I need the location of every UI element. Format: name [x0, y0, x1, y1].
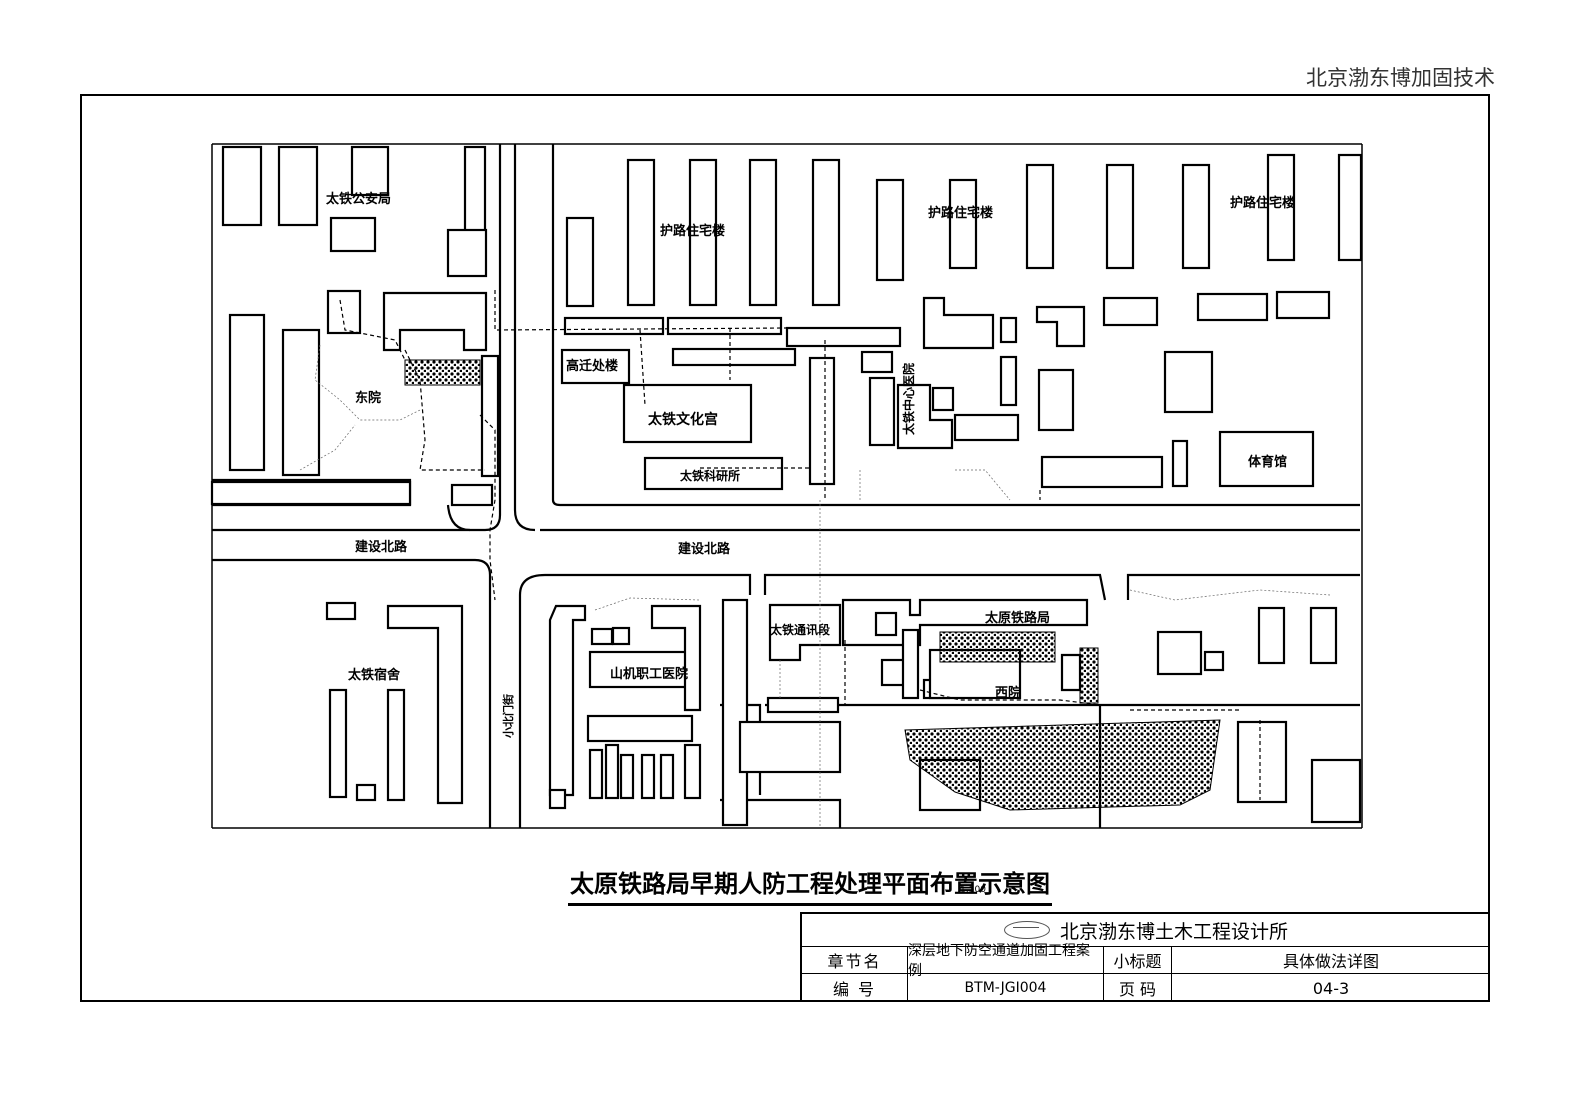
- label-tiyuguan: 体育馆: [1248, 454, 1287, 470]
- scale-note: 1:500: [960, 885, 986, 895]
- subtitle-value: 具体做法详图: [1282, 951, 1379, 971]
- buildings-south-middle: [548, 598, 842, 827]
- company-logo-icon: [1003, 921, 1050, 939]
- label-huluzhuzhai-3: 护路住宅楼: [1230, 195, 1295, 211]
- label-taitie-wenhuagong: 太铁文化宫: [648, 411, 718, 428]
- drawing-frame: [80, 94, 1490, 1002]
- property-boundaries: [299, 344, 1331, 828]
- chapter-value: 深层地下防空通道加固工程案例: [908, 943, 1104, 979]
- label-shanji-zhigong-yiyuan: 山机职工医院: [610, 666, 688, 682]
- label-zhihui-zhongxin: 太铁中心医院: [901, 363, 916, 435]
- label-xiyuan: 西院: [995, 685, 1021, 701]
- title-block-row-chapter: 章节名 深层地下防空通道加固工程案例 小标题 具体做法详图: [802, 943, 1490, 979]
- organization-name: 北京渤东博土木工程设计所: [1059, 920, 1288, 943]
- buildings-northeast: [560, 153, 1363, 491]
- label-taitie-keji: 太铁科研所: [680, 468, 740, 483]
- label-taiyuan-tieluju: 太原铁路局: [984, 610, 1050, 626]
- buildings-southeast: [841, 598, 1362, 824]
- page-label: 页 码: [1104, 974, 1172, 1002]
- map-labels: 太铁公安局 东院 护路住宅楼 护路住宅楼 护路住宅楼 高迁处楼 太铁文化宫 太铁…: [325, 191, 1295, 739]
- title-block-row-code: 编 号 BTM-JGI004 页 码 04-3: [802, 974, 1490, 1002]
- label-huluzhuzhai-2: 护路住宅楼: [928, 205, 993, 221]
- label-huluzhuzhai-1: 护路住宅楼: [660, 223, 725, 239]
- code-label: 编 号: [802, 974, 908, 1002]
- label-xiaobeimen-jie: 小北门街: [501, 694, 515, 739]
- chapter-label: 章节名: [802, 946, 908, 973]
- code-value: BTM-JGI004: [908, 974, 1104, 1002]
- map-title: 太原铁路局早期人防工程处理平面布置示意图: [568, 864, 1052, 906]
- utility-dashed-lines: [339, 290, 1261, 800]
- buildings-southwest: [325, 601, 464, 805]
- title-block-header: 北京渤东博土木工程设计所: [802, 914, 1490, 947]
- label-gaoqian-chuli: 高迁处楼: [566, 358, 618, 374]
- label-jianshe-beilu-2: 建设北路: [678, 541, 731, 557]
- label-dongyuan: 东院: [355, 390, 381, 406]
- label-taitie-sushe: 太铁宿舍: [347, 667, 401, 683]
- label-taitie-gonganju: 太铁公安局: [325, 191, 391, 207]
- page-value: 04-3: [1312, 978, 1350, 998]
- label-jianshe-beilu-1: 建设北路: [355, 539, 408, 555]
- subtitle-label: 小标题: [1104, 946, 1172, 973]
- title-block: 北京渤东博土木工程设计所 章节名 深层地下防空通道加固工程案例 小标题 具体做法…: [800, 912, 1490, 1002]
- buildings-northwest: [210, 145, 500, 507]
- watermark-text: 北京渤东博加固技术: [1306, 66, 1495, 90]
- label-taitie-tongxinduan: 太铁通讯段: [770, 622, 831, 637]
